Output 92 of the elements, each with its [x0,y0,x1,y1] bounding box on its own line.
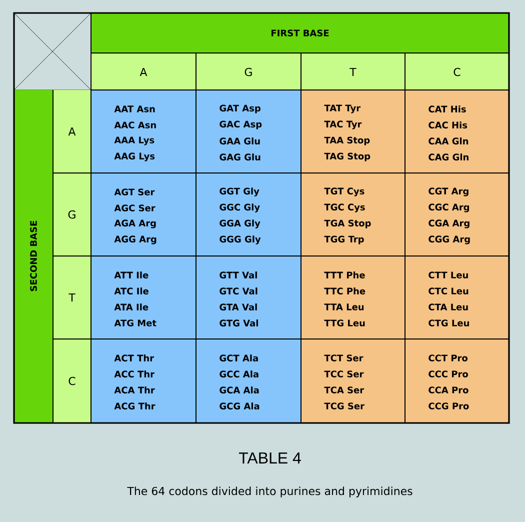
label: GAC Asp [220,120,262,130]
label: GTA Val [220,304,257,310]
table-cell: GGT Gly GGC Gly GGA Gly GGG Gly [196,173,301,256]
label: CGC Arg [428,204,470,212]
label: ATC Ile [114,288,148,294]
label: AAT Asn [114,106,155,112]
label: TCC Ser [324,370,364,378]
table-cell: TGT Cys TGC Cys TGA Stop TGG Trp [301,173,405,256]
table-cell: TTT Phe TTC Phe TTA Leu TTG Leu [301,256,405,339]
label: GTG Val [220,320,258,326]
table-cell: AAT Asn AAC Asn AAA Lys AAG Lys [91,90,196,173]
label: GGA Gly [220,220,260,228]
label: TGG Trp [324,236,364,244]
label: ATT Ile [114,272,148,278]
label: TAG Stop [324,152,370,162]
label: GCT Ala [220,354,258,362]
label: TGC Cys [324,204,365,212]
label: CAG Gln [428,154,468,160]
header-cell: A [53,90,91,173]
label: CAA Gln [428,138,468,144]
label: AAG Lys [114,152,155,162]
label: CGG Arg [428,236,470,244]
label: TTG Leu [324,320,365,326]
label: AGT Ser [114,188,155,196]
label: TTC Phe [324,288,366,294]
table-cell: GTT Val GTC Val GTA Val GTG Val [196,256,301,339]
label: ACT Thr [114,354,154,362]
label: CCG Pro [428,402,469,410]
label: GCG Ala [220,402,260,410]
label: TAT Tyr [324,104,361,114]
table-cell: CAT His CAC His CAA Gln CAG Gln [405,90,509,173]
label: ATA Ile [114,304,148,310]
label: AGC Ser [114,204,156,212]
label: TGA Stop [324,220,371,228]
label: ACG Thr [114,402,156,410]
table-cell: CCT Pro CCC Pro CCA Pro CCG Pro [405,339,509,423]
label: CAT His [428,106,466,112]
label: TAC Tyr [324,120,362,130]
table-cell: GCT Ala GCC Ala GCA Ala GCG Ala [196,339,301,423]
label: CTG Leu [428,320,469,326]
header-cell: T [301,53,405,90]
label: GGT Gly [220,188,260,196]
table-cell: GAT Asp GAC Asp GAA Glu GAG Glu [196,90,301,173]
header-cell: A [91,53,196,90]
label: ACC Thr [114,370,154,378]
label: GGC Gly [220,204,260,212]
label: GAT Asp [220,104,260,114]
label: ACA Thr [114,386,155,394]
label: TTT Phe [324,272,365,278]
label: TCT Ser [324,354,364,362]
label: CTT Leu [428,272,468,278]
label: CCC Pro [428,370,468,378]
table-cell: TAT Tyr TAC Tyr TAA Stop TAG Stop [301,90,405,173]
label: TCG Ser [324,402,364,410]
label: AGA Arg [114,220,156,228]
header-cell: SECOND BASE [14,90,53,423]
label: GCC Ala [220,370,258,378]
label: GTC Val [220,288,258,294]
table-cell: ATT Ile ATC Ile ATA Ile ATG Met [91,256,196,339]
label: CAC His [428,122,468,128]
label: CCT Pro [428,354,468,362]
label: GAG Glu [220,154,260,160]
header-cell: G [196,53,301,90]
table-cell: TCT Ser TCC Ser TCA Ser TCG Ser [301,339,405,423]
table-cell: AGT Ser AGC Ser AGA Arg AGG Arg [91,173,196,256]
header-cell: FIRST BASE [91,13,509,53]
label: ATG Met [114,320,156,326]
label: TAA Stop [324,136,370,146]
header-cell: C [53,339,91,423]
label: CCA Pro [428,386,468,394]
label: GCA Ala [220,386,259,394]
table-cell: CTT Leu CTC Leu CTA Leu CTG Leu [405,256,509,339]
label: AGG Arg [114,236,156,244]
table-cell: ACT Thr ACC Thr ACA Thr ACG Thr [91,339,196,423]
label: TCA Ser [324,386,364,394]
label: CGT Arg [428,188,468,196]
header-cell: C [405,53,509,90]
table-cell: CGT Arg CGC Arg CGA Arg CGG Arg [405,173,509,256]
caption: The 64 codons divided into purines and pyrimidines [127,486,412,498]
label: GTT Val [220,272,257,278]
label: AAC Asn [114,122,156,128]
header-cell: G [53,173,91,256]
label: TGT Cys [324,188,364,196]
label: GGG Gly [220,236,261,244]
label: TTA Leu [324,304,364,310]
label: CGA Arg [428,220,470,228]
label: AAA Lys [114,136,154,146]
label: GAA Glu [220,138,260,144]
header-cell: T [53,256,91,339]
label: CTC Leu [428,288,468,294]
label: CTA Leu [428,304,468,310]
diagram-title: TABLE 4 [238,452,301,464]
